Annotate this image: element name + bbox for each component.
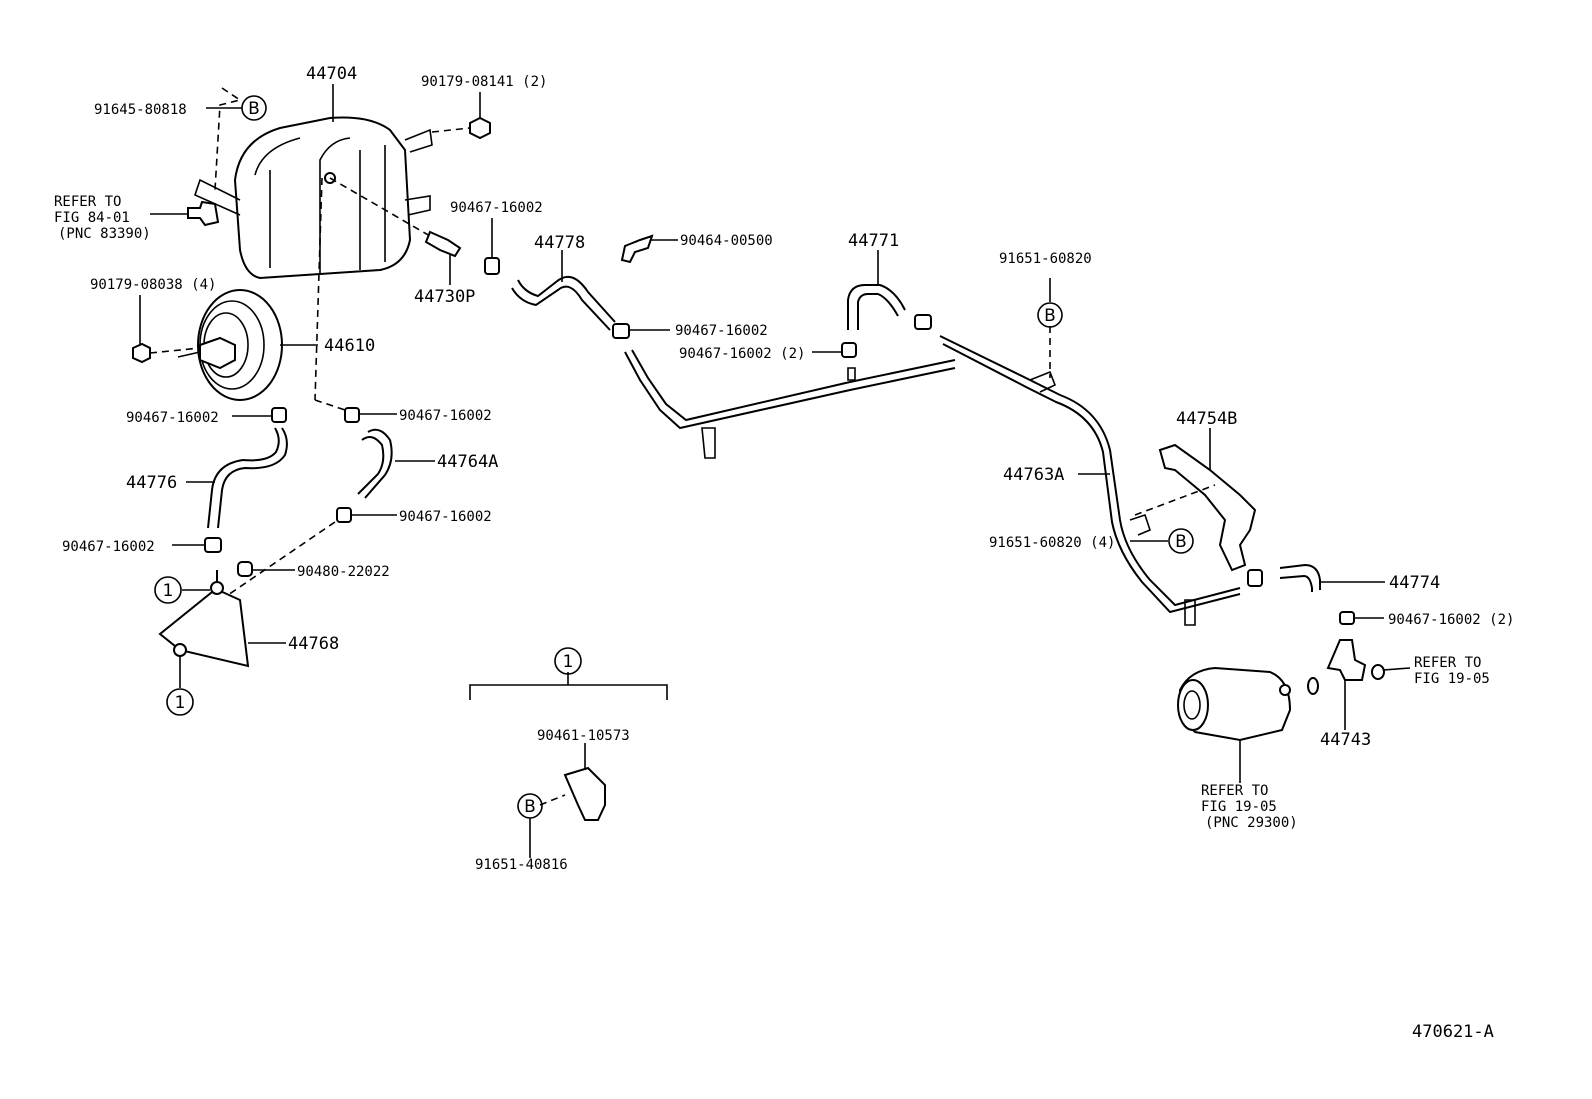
label-90467-left2: 90467-16002: [62, 539, 155, 555]
label-refer-84-line1: REFER TO: [54, 194, 121, 210]
label-44763a: 44763A: [1003, 465, 1064, 485]
hose-44764a: [357, 428, 435, 499]
label-44730p: 44730P: [414, 287, 475, 307]
one-symbol-detail: 1: [554, 647, 582, 675]
label-refer-19-line1: REFER TO: [1414, 655, 1481, 671]
pipe-44768: [158, 570, 286, 688]
check-valve-44730p: [329, 177, 462, 285]
hose-44771: [847, 250, 906, 330]
svg-text:B: B: [248, 99, 260, 119]
label-44774: 44774: [1389, 573, 1440, 593]
svg-text:1: 1: [175, 693, 186, 713]
clip-center-2: [336, 507, 397, 523]
label-refer-84-line2: FIG 84-01: [54, 210, 130, 226]
vacuum-pump-29300: [1177, 666, 1292, 783]
part-labels: 44704 90179-08141 (2) 91645-80818 REFER …: [54, 64, 1514, 1042]
hose-44778: [511, 250, 616, 331]
bracket-44754b: [1134, 428, 1257, 572]
clip-center-mid2: [812, 342, 857, 358]
b-symbol-top-left: B: [241, 95, 267, 121]
pipe-44763a: [939, 335, 1241, 626]
svg-text:B: B: [1175, 532, 1187, 552]
grommet-90480: [227, 521, 336, 596]
label-90467-mid: 90467-16002: [675, 323, 768, 339]
union-44743: [1307, 639, 1411, 730]
diagram-id: 470621-A: [1412, 1022, 1494, 1042]
detail-1-bracket: [469, 672, 668, 858]
b-symbol-top-right: B: [1037, 302, 1063, 328]
brake-booster-44610: [177, 289, 318, 401]
label-91645-80818: 91645-80818: [94, 102, 187, 118]
label-90179-08141: 90179-08141 (2): [421, 74, 547, 90]
svg-text:B: B: [524, 797, 536, 817]
label-91651-60820-top: 91651-60820: [999, 251, 1092, 267]
clip-left-1: [232, 407, 287, 423]
label-refer-19b-line3: (PNC 29300): [1205, 815, 1298, 831]
label-90467-mid2: 90467-16002 (2): [679, 346, 805, 362]
hose-44774: [1247, 563, 1385, 592]
label-90467-left1: 90467-16002: [126, 410, 219, 426]
clip-top-center: [484, 218, 500, 275]
clamp-90464: [620, 234, 678, 264]
clip-right-top: [914, 314, 932, 330]
label-90461-10573: 90461-10573: [537, 728, 630, 744]
label-90467-center1: 90467-16002: [399, 408, 492, 424]
clip-center-1: [344, 407, 397, 423]
label-refer-19b-line2: FIG 19-05: [1201, 799, 1277, 815]
label-91651-40816: 91651-40816: [475, 857, 568, 873]
label-90480-22022: 90480-22022: [297, 564, 390, 580]
label-90467-top: 90467-16002: [450, 200, 543, 216]
hose-44776: [186, 427, 288, 529]
clip-right-2: [1339, 611, 1384, 625]
label-90467-right: 90467-16002 (2): [1388, 612, 1514, 628]
b-link-top-left: [214, 87, 346, 411]
label-90464-00500: 90464-00500: [680, 233, 773, 249]
label-44754b: 44754B: [1176, 409, 1237, 429]
label-91651-60820-4: 91651-60820 (4): [989, 535, 1115, 551]
clip-center-mid: [612, 323, 670, 339]
label-90467-center2: 90467-16002: [399, 509, 492, 525]
label-44778: 44778: [534, 233, 585, 253]
svg-text:1: 1: [563, 652, 574, 672]
label-90179-08038: 90179-08038 (4): [90, 277, 216, 293]
pipe-middle: [624, 349, 956, 459]
label-44743: 44743: [1320, 730, 1371, 750]
b-link-mid-right: [1129, 513, 1168, 542]
label-44610: 44610: [324, 336, 375, 356]
svg-text:1: 1: [163, 581, 174, 601]
label-refer-19-line2: FIG 19-05: [1414, 671, 1490, 687]
label-44768: 44768: [288, 634, 339, 654]
label-44776: 44776: [126, 473, 177, 493]
label-44704: 44704: [306, 64, 357, 84]
nut-90179-08141: [431, 92, 491, 140]
b-symbol-mid-right: B: [1168, 528, 1194, 554]
nut-90179-08038: [132, 295, 201, 364]
svg-text:B: B: [1044, 306, 1056, 326]
clip-left-2: [172, 537, 222, 553]
b-symbol-detail: B: [517, 793, 543, 819]
sensor-83390: [150, 200, 220, 227]
label-refer-84-line3: (PNC 83390): [58, 226, 151, 242]
vacuum-tank-44704: [194, 116, 433, 280]
label-44771: 44771: [848, 231, 899, 251]
one-symbol-left-upper: 1: [154, 576, 182, 604]
label-refer-19b-line1: REFER TO: [1201, 783, 1268, 799]
label-44764a: 44764A: [437, 452, 498, 472]
one-symbol-left-lower: 1: [166, 688, 194, 716]
